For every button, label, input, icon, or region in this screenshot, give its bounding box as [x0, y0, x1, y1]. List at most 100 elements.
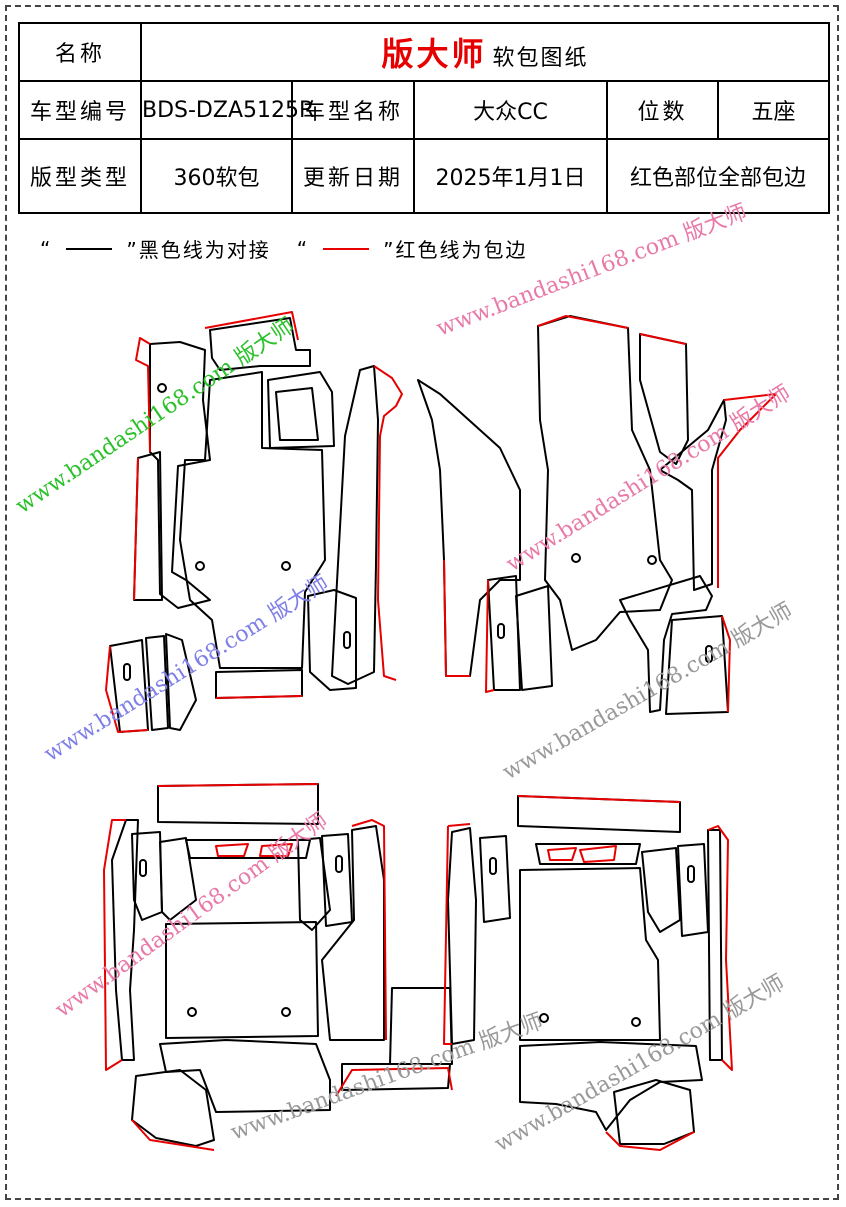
- hole-left-tall: [157, 383, 167, 393]
- type-value: 360软包: [140, 138, 293, 214]
- piece-rear-lower-right: [519, 1041, 703, 1131]
- watermark-gray-mid: www.bandashi168.com 版大师: [499, 598, 798, 785]
- piece-long-diagonal: [659, 399, 727, 591]
- piece-rocker-right-a-edge: [485, 579, 495, 693]
- hole-rear-floor-left-2: [281, 1007, 291, 1017]
- piece-rocker-right-a: [487, 575, 521, 691]
- hole-center-main-2: [647, 555, 657, 565]
- piece-rear-inner-left: [159, 837, 197, 921]
- vent-right-b: [579, 845, 617, 863]
- piece-rear-bar-left-edge: [157, 783, 319, 787]
- piece-rear-floor-left: [165, 921, 319, 1039]
- piece-center-main-edge: [537, 315, 629, 329]
- date-label: 更新日期: [291, 138, 415, 214]
- vent-left-b: [259, 843, 293, 857]
- pattern-group-center-tunnel: [335, 987, 453, 1097]
- type-label: 版型类型: [18, 138, 142, 214]
- legend-black-text: ”黑色线为对接: [126, 238, 271, 262]
- date-value: 2025年1月1日: [413, 138, 608, 214]
- piece-rear-side-left-edge: [103, 819, 126, 1071]
- piece-rear-floor-right: [519, 867, 661, 1041]
- vent-right-a: [547, 847, 577, 861]
- piece-rear-tall-right-edge: [443, 823, 471, 1045]
- brand-title: 版大师: [381, 35, 487, 73]
- piece-bottom-bar-edge: [215, 695, 303, 699]
- slot-footrest-a: [123, 663, 131, 681]
- page-border: [5, 5, 839, 1200]
- piece-tunnel-rear: [341, 1063, 451, 1091]
- piece-left-tall: [149, 341, 211, 609]
- piece-rear-arm-right: [479, 835, 511, 923]
- piece-dash-top: [209, 317, 311, 371]
- model-name-label: 车型名称: [291, 80, 415, 140]
- legend-black-line: [66, 247, 113, 250]
- piece-left-strip-passenger: [417, 379, 521, 677]
- watermark-gray-low-right: www.bandashi168.com 版大师: [491, 970, 790, 1157]
- hole-center-main-1: [571, 553, 581, 563]
- piece-footrest-a-edge: [105, 645, 149, 733]
- piece-rear-pillar-left: [297, 837, 331, 931]
- model-code-value: BDS-DZA5125R: [140, 80, 314, 140]
- piece-right-strip-edge: [373, 365, 403, 681]
- title-cell: 版大师软包图纸: [139, 22, 831, 82]
- info-row-type: 版型类型 360软包 更新日期 2025年1月1日 红色部位全部包边: [18, 138, 831, 214]
- piece-tunnel-rear-edge: [335, 1067, 453, 1097]
- watermark-gray-low-left: www.bandashi168.com 版大师: [228, 1009, 547, 1145]
- pattern-group-rear-right: [443, 795, 733, 1151]
- pattern-group-rear-left: [103, 783, 387, 1151]
- piece-rocker-left: [307, 589, 357, 691]
- seats-label: 位数: [606, 80, 719, 140]
- piece-footrest-right-edge: [721, 615, 731, 713]
- piece-center-main: [537, 315, 673, 651]
- piece-wheel-right: [613, 1079, 695, 1145]
- piece-rear-bar-right-edge: [517, 795, 681, 803]
- piece-long-diagonal-edge: [717, 393, 777, 588]
- hole-rear-floor-left-1: [187, 1007, 197, 1017]
- slot-rocker-left: [343, 631, 351, 649]
- legend-black-open-quote: “: [40, 236, 53, 261]
- piece-rear-tall-left: [321, 825, 385, 1041]
- piece-rear-tall-left-edge: [351, 819, 387, 1041]
- hole-floor-main-1: [195, 561, 205, 571]
- piece-rear-tall-right: [447, 827, 477, 1045]
- pattern-group-front-left: [105, 311, 403, 733]
- piece-rear-arm-left: [131, 831, 163, 921]
- piece-rear-top-strip-left: [185, 839, 311, 859]
- hole-floor-main-2: [281, 561, 291, 571]
- line-legend: “ ”黑色线为对接 “ ”红色线为包边: [40, 234, 528, 263]
- name-label: 名称: [18, 22, 142, 82]
- piece-tunnel-center: [389, 987, 453, 1065]
- piece-rear-bar-left: [157, 783, 319, 825]
- pattern-group-front-right: [417, 315, 777, 715]
- legend-red-text: ”红色线为包边: [383, 238, 528, 262]
- info-row-title: 名称 版大师软包图纸: [18, 22, 831, 82]
- model-code-label: 车型编号: [18, 80, 142, 140]
- slot-rear-arm-left-2: [335, 855, 343, 873]
- piece-right-strip: [331, 365, 379, 685]
- slot-rear-arm-left: [139, 859, 147, 877]
- piece-wheel-right-edge: [605, 1131, 695, 1151]
- piece-rear-side-left: [111, 819, 139, 1061]
- slot-rocker-right-a: [497, 623, 505, 639]
- legend-red-open-quote: “: [296, 236, 310, 261]
- seats-value: 五座: [716, 80, 831, 140]
- piece-footrest-b: [145, 635, 169, 731]
- piece-dash-top-edge: [204, 311, 299, 341]
- vent-left-a: [215, 843, 249, 857]
- piece-rear-top-strip-right: [535, 843, 641, 865]
- hole-rear-floor-right-2: [631, 1017, 641, 1027]
- slot-rear-arm-right-2: [687, 865, 695, 883]
- piece-rocker-right-b: [515, 585, 553, 691]
- piece-rear-pillar-right: [641, 847, 681, 933]
- hole-rear-floor-right-1: [539, 1013, 549, 1023]
- piece-tunnel-box: [267, 371, 335, 449]
- piece-bottom-bar: [215, 669, 303, 699]
- piece-tunnel-box-inner: [275, 387, 319, 441]
- info-row-model: 车型编号 BDS-DZA5125R 车型名称 大众CC 位数 五座: [18, 80, 831, 140]
- piece-left-tall-edge: [135, 337, 151, 453]
- note-value: 红色部位全部包边: [605, 138, 831, 214]
- piece-diag-floor: [619, 575, 713, 713]
- piece-rear-side-right-edge: [707, 825, 733, 1071]
- piece-wheel-left-edge: [131, 1119, 215, 1151]
